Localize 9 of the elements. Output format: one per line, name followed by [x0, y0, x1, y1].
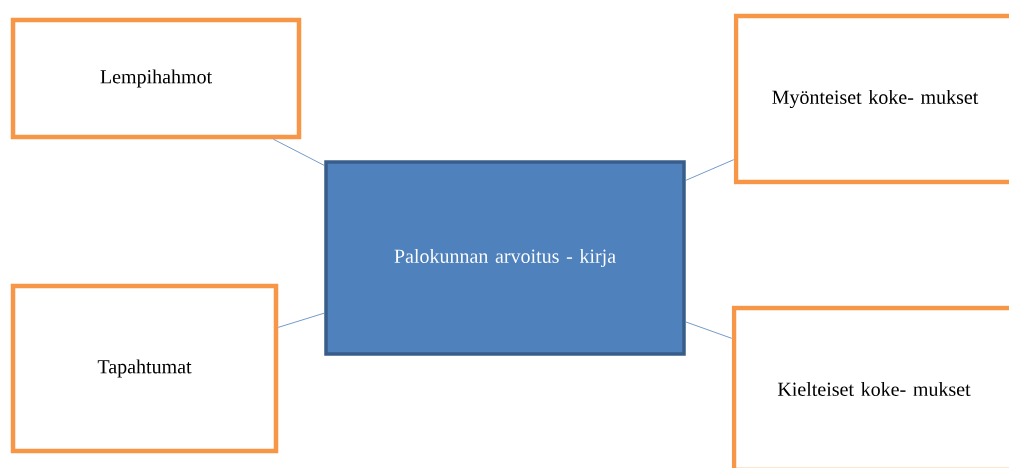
connector-line	[273, 138, 325, 166]
connector-line	[277, 312, 325, 328]
title-box: Palokunnan arvoitus - kirja	[324, 160, 686, 356]
connector-line	[685, 321, 733, 339]
topic-box: Lempihahmot	[10, 17, 302, 140]
connector-line	[685, 159, 735, 181]
topic-box: Tapahtumat	[10, 283, 279, 454]
topic-box: Myönteiset koke- mukset	[733, 13, 1009, 185]
topic-box: Kielteiset koke- mukset	[731, 305, 1009, 468]
